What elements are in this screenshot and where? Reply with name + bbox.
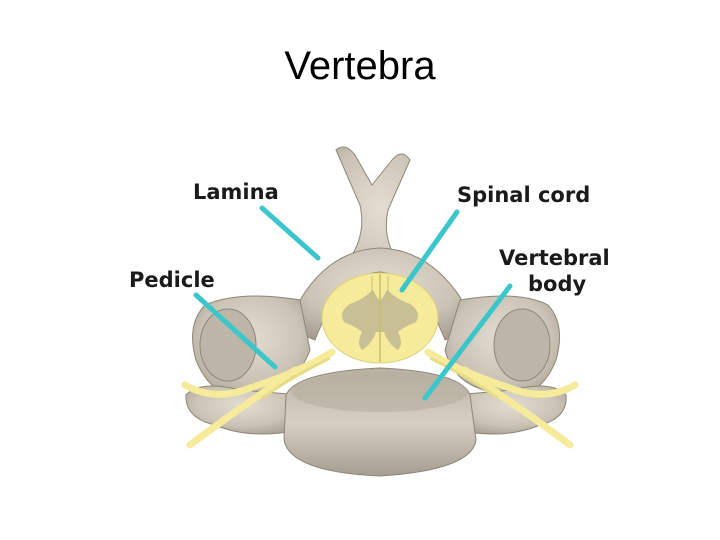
- label-vertebral-body-line1: Vertebral: [499, 246, 610, 270]
- slide-title: Vertebra: [284, 44, 436, 88]
- vertebral-body-top: [292, 372, 468, 412]
- right-spinal-nerve: [424, 348, 579, 449]
- spinal-cord-leader: [399, 209, 460, 293]
- right-process-tip: [493, 308, 551, 382]
- left-spinal-nerve: [181, 348, 336, 449]
- label-pedicle: Pedicle: [129, 268, 215, 292]
- vertebral-body-leader: [422, 283, 513, 401]
- label-lamina: Lamina: [193, 180, 279, 204]
- lamina-leader: [259, 205, 321, 261]
- pedicle-leader: [193, 292, 278, 370]
- left-process-tip: [199, 308, 257, 382]
- right-nerve-thin: [429, 356, 499, 400]
- label-spinal-cord: Spinal cord: [457, 183, 591, 207]
- label-vertebral-body-line2: body: [528, 272, 587, 296]
- left-nerve-thin: [261, 356, 331, 400]
